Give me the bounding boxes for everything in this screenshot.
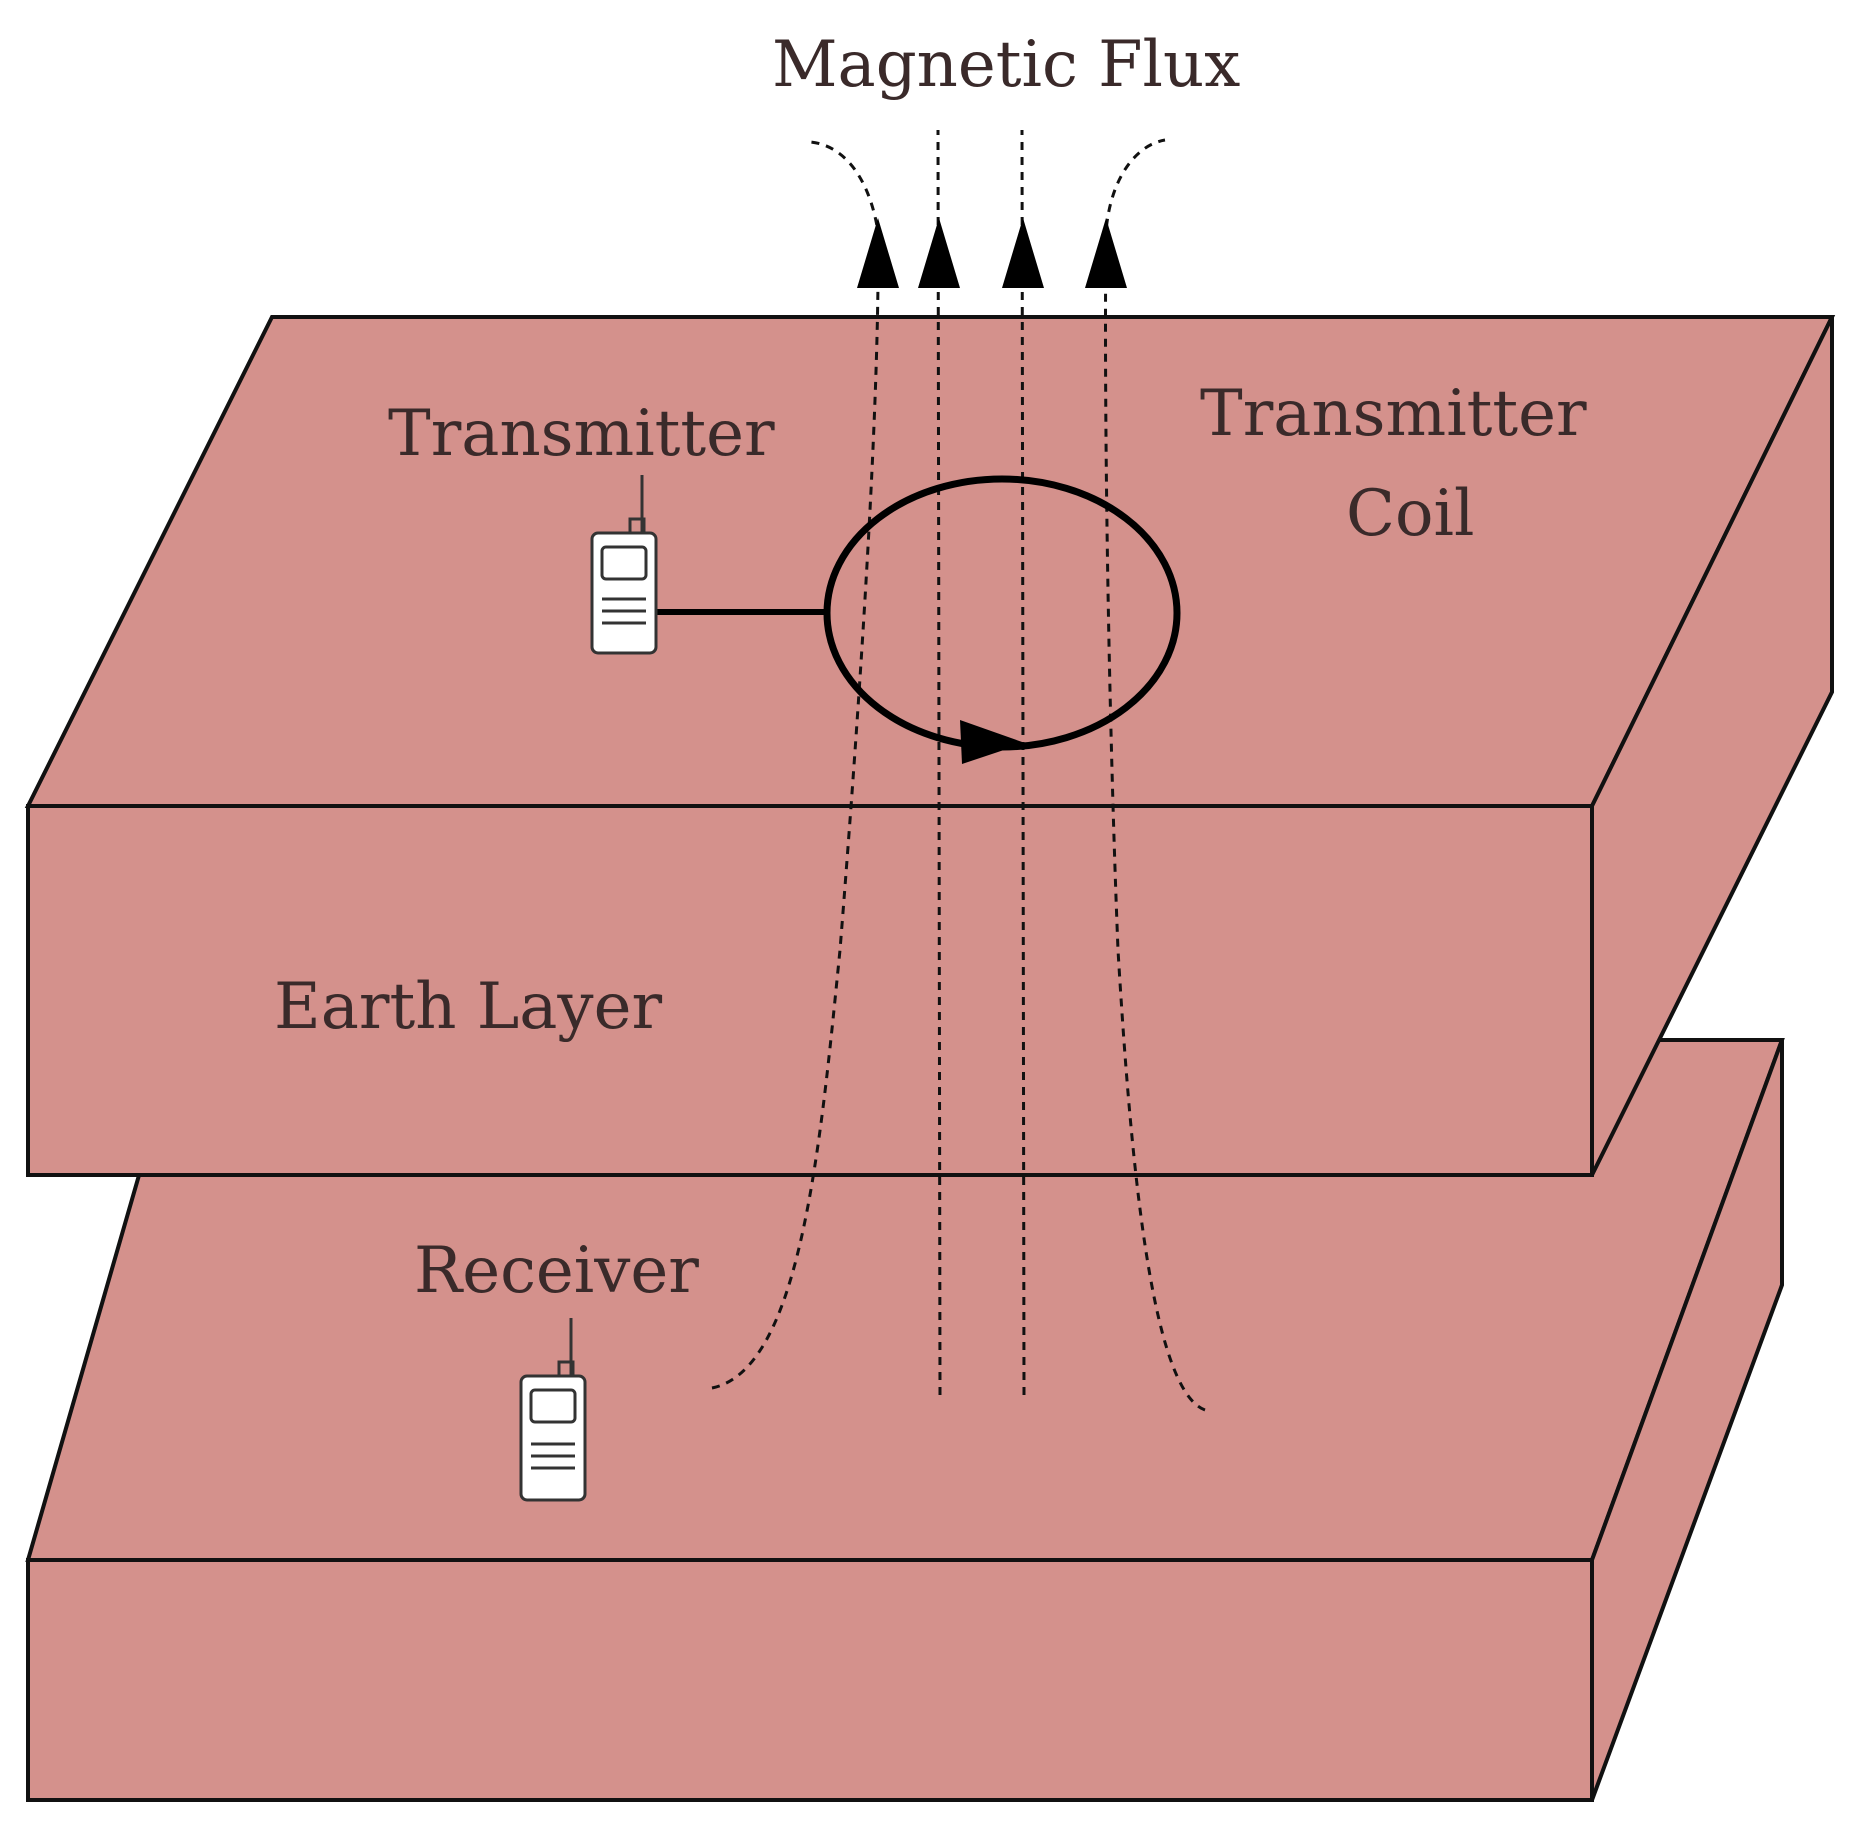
flux-arrow-2 (918, 218, 960, 288)
flux-line-inner-left (936, 129, 942, 1396)
magnetic-flux-label: Magnetic Flux (772, 28, 1240, 102)
transmitter-coil (656, 475, 1181, 764)
flux-arrow-1 (857, 218, 899, 288)
upper-slab-front (26, 804, 1594, 1177)
lower-slab-front (26, 1558, 1594, 1802)
transmitter-label: Transmitter (388, 397, 775, 471)
upper-earth-slab (24, 315, 1836, 1177)
flux-arrow-4 (1085, 218, 1127, 288)
walkie-talkie-icon (519, 1318, 587, 1502)
coil-direction-arrow (960, 720, 1025, 764)
transmitter-coil-label-line1: Transmitter (1200, 377, 1587, 451)
flux-line-inner-right (1020, 129, 1026, 1396)
receiver-label: Receiver (414, 1234, 699, 1308)
transmitter-coil-label-line2: Coil (1346, 477, 1474, 551)
earth-layer-label: Earth Layer (274, 970, 662, 1044)
walkie-talkie-icon (590, 475, 658, 655)
flux-arrow-3 (1002, 218, 1044, 288)
